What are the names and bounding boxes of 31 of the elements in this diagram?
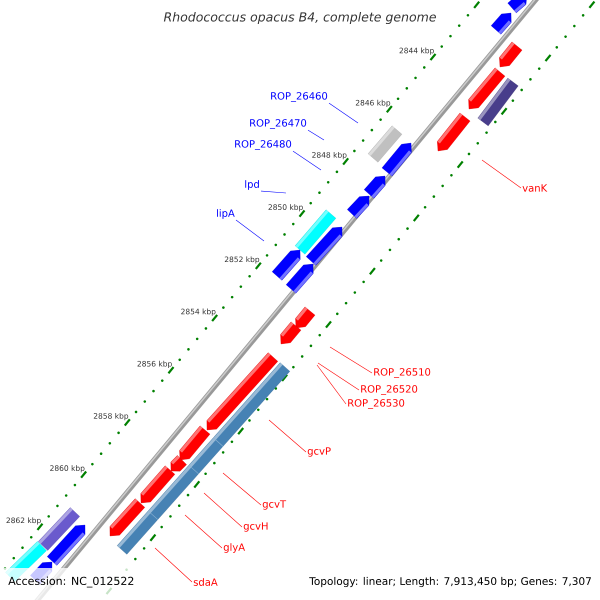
gene-label: sdaA xyxy=(194,578,218,586)
leader-line xyxy=(316,364,346,404)
leader-line xyxy=(222,472,262,506)
gene-label: ROP_26480 xyxy=(235,140,292,150)
gene-label: gcvP xyxy=(308,447,331,457)
gene-label: lpd xyxy=(245,180,259,190)
leader-line xyxy=(328,102,358,124)
gene-label: vanK xyxy=(522,184,548,192)
leader-line xyxy=(292,150,322,170)
leader-line xyxy=(330,346,372,374)
leader-line xyxy=(482,160,522,188)
gene-label: gcvH xyxy=(244,522,268,532)
leader-line xyxy=(204,492,242,528)
leader-line xyxy=(236,220,264,242)
gene-label: ROP_26460 xyxy=(271,92,328,102)
gene-label: lipA xyxy=(217,209,235,219)
gene-label: gcvT xyxy=(262,500,286,510)
genome-info-text: Topology: linear; Length: 7,913,450 bp; Genes: 7,307 xyxy=(309,576,591,588)
leader-line xyxy=(154,548,192,582)
gene-label: glyA xyxy=(224,543,245,553)
leader-line xyxy=(268,420,306,452)
gene-label: ROP_26470 xyxy=(250,119,306,129)
leader-line xyxy=(308,130,324,140)
leader-line xyxy=(260,190,286,194)
title: Rhodococcus opacus B4, complete genome xyxy=(164,12,436,24)
leader-line xyxy=(318,362,360,390)
gene-label: ROP_26510 xyxy=(374,368,430,378)
gene-label: ROP_26530 xyxy=(348,399,404,409)
leader-line xyxy=(184,514,222,548)
accession-text: Accession: NC_012522 xyxy=(8,576,134,588)
gene-label: ROP_26520 xyxy=(361,385,418,395)
